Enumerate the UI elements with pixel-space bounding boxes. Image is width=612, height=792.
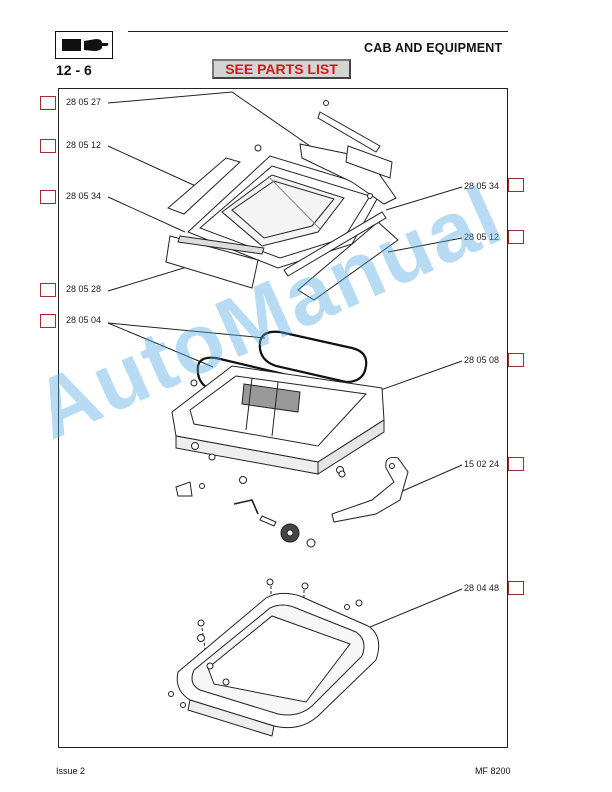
callout-checkbox-left-5[interactable] — [40, 314, 56, 328]
page-number: 12 - 6 — [56, 62, 92, 78]
part-ref-label: 28 05 04 — [66, 315, 102, 325]
callout-checkbox-left-2[interactable] — [40, 139, 56, 153]
callout-checkbox-left-1[interactable] — [40, 96, 56, 110]
callout-checkbox-right-2[interactable] — [508, 230, 524, 244]
part-ref-label: 28 05 27 — [66, 97, 102, 107]
callout-checkbox-right-3[interactable] — [508, 353, 524, 367]
part-ref-label: 28 05 28 — [66, 284, 102, 294]
part-ref-label: 28 05 34 — [464, 181, 500, 191]
callout-checkbox-right-4[interactable] — [508, 457, 524, 471]
footer-issue: Issue 2 — [56, 766, 86, 776]
hand-book-icon — [55, 31, 113, 59]
roof-trim-illustration — [165, 100, 399, 301]
roof-panel-illustration — [187, 155, 383, 269]
part-ref-label: 28 05 08 — [464, 355, 500, 365]
diagram-frame — [58, 88, 508, 748]
hatch-frame-illustration — [171, 365, 385, 475]
part-ref-label: 28 05 12 — [464, 232, 500, 242]
part-ref-label: 15 02 24 — [464, 459, 500, 469]
section-title: CAB AND EQUIPMENT — [364, 41, 503, 55]
leader-lines — [107, 91, 463, 671]
part-ref-label: 28 04 48 — [464, 583, 500, 593]
footer-model: MF 8200 — [475, 766, 511, 776]
callout-checkbox-right-5[interactable] — [508, 581, 524, 595]
hatch-tray-illustration — [168, 578, 380, 737]
callout-checkbox-right-1[interactable] — [508, 178, 524, 192]
callout-checkbox-left-3[interactable] — [40, 190, 56, 204]
header-rule — [128, 31, 508, 32]
part-ref-label: 28 05 12 — [66, 140, 102, 150]
callout-checkbox-left-4[interactable] — [40, 283, 56, 297]
part-ref-label: 28 05 34 — [66, 191, 102, 201]
handle-illustration — [175, 457, 409, 548]
see-parts-list-button[interactable]: SEE PARTS LIST — [212, 59, 351, 79]
